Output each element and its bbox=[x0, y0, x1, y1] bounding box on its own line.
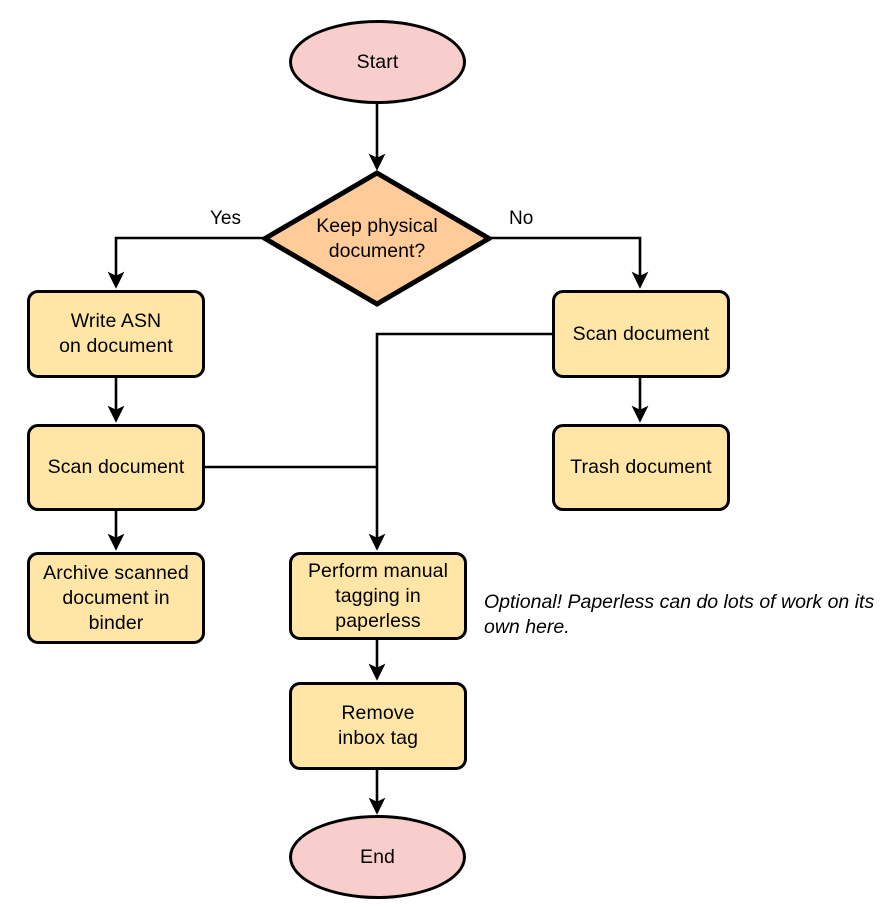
node-perform-manual-tagging[interactable]: Perform manual tagging in paperless bbox=[289, 552, 467, 640]
node-scan-document-right[interactable]: Scan document bbox=[552, 290, 730, 378]
diamond-shape bbox=[262, 170, 492, 307]
annotation-optional-note: Optional! Paperless can do lots of work … bbox=[484, 591, 875, 638]
node-write-asn-on-document-label: Write ASN on document bbox=[59, 310, 173, 357]
node-perform-manual-tagging-label: Perform manual tagging in paperless bbox=[307, 559, 449, 632]
edge-scan-right-to-tagging bbox=[368, 332, 552, 551]
node-archive-scanned-document-label: Archive scanned document in binder bbox=[43, 561, 189, 634]
node-write-asn-on-document[interactable]: Write ASN on document bbox=[27, 290, 205, 378]
node-keep-physical-document[interactable]: Keep physical document? bbox=[262, 170, 492, 307]
node-end-label: End bbox=[360, 845, 395, 868]
node-trash-document[interactable]: Trash document bbox=[552, 424, 730, 511]
node-keep-physical-document-label: Keep physical document? bbox=[316, 214, 438, 262]
edge-label-yes: Yes bbox=[207, 208, 244, 230]
edge-decision-no-to-scan-right bbox=[490, 236, 649, 289]
node-start[interactable]: Start bbox=[289, 20, 466, 104]
node-start-label: Start bbox=[356, 50, 399, 73]
node-remove-inbox-tag-label: Remove inbox tag bbox=[337, 702, 419, 749]
node-end[interactable]: End bbox=[289, 815, 466, 899]
node-scan-document-left-label: Scan document bbox=[47, 456, 185, 478]
node-trash-document-label: Trash document bbox=[570, 456, 712, 478]
edge-label-no: No bbox=[506, 208, 537, 230]
node-scan-document-left[interactable]: Scan document bbox=[27, 424, 205, 511]
node-remove-inbox-tag[interactable]: Remove inbox tag bbox=[289, 682, 467, 770]
node-archive-scanned-document[interactable]: Archive scanned document in binder bbox=[27, 552, 205, 644]
node-scan-document-right-label: Scan document bbox=[572, 322, 710, 345]
edge-decision-yes-to-write-asn bbox=[107, 236, 264, 289]
